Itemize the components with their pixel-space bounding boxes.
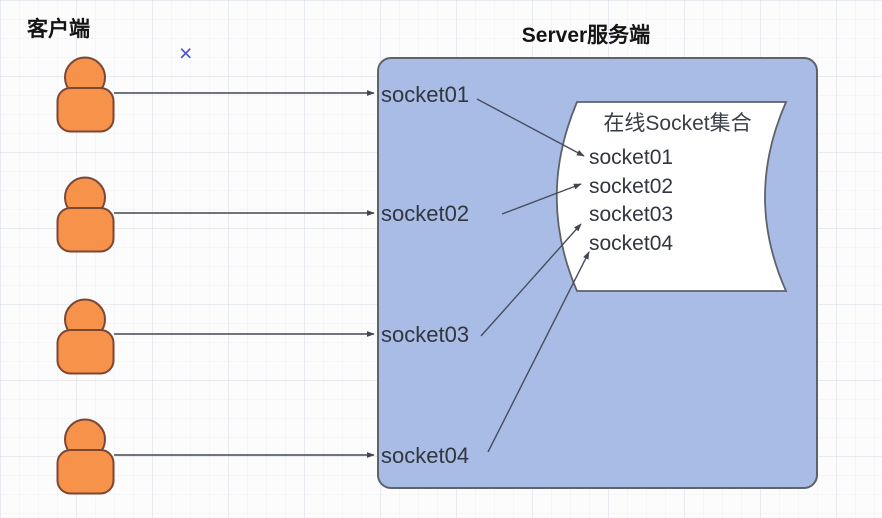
connector-socket01-collection[interactable]	[476, 98, 585, 157]
collection-item-socket01: socket01	[589, 146, 674, 169]
socket04-label[interactable]: socket04	[381, 443, 470, 468]
user-icon[interactable]	[56, 298, 115, 375]
user-icon[interactable]	[56, 176, 115, 253]
collection-item-socket02: socket02	[589, 175, 674, 198]
collection-title: 在线Socket集合	[603, 112, 752, 135]
endpoint-cross-mark: ×	[179, 40, 193, 66]
collection-item-socket04: socket04	[589, 232, 674, 255]
socket-collection-shape[interactable]	[555, 101, 788, 292]
socket03-label[interactable]: socket03	[381, 322, 470, 347]
connector-socket03-collection[interactable]	[480, 223, 582, 337]
socket01-label[interactable]: socket01	[381, 82, 470, 107]
socket02-label[interactable]: socket02	[381, 201, 470, 226]
connector-socket04-collection[interactable]	[487, 251, 590, 453]
user-icon[interactable]	[56, 56, 115, 133]
collection-item-socket03: socket03	[589, 203, 674, 226]
server-header: Server服务端	[521, 24, 651, 47]
user-icon[interactable]	[56, 418, 115, 495]
clients-header: 客户端	[27, 18, 90, 41]
connector-socket02-collection[interactable]	[501, 183, 582, 215]
